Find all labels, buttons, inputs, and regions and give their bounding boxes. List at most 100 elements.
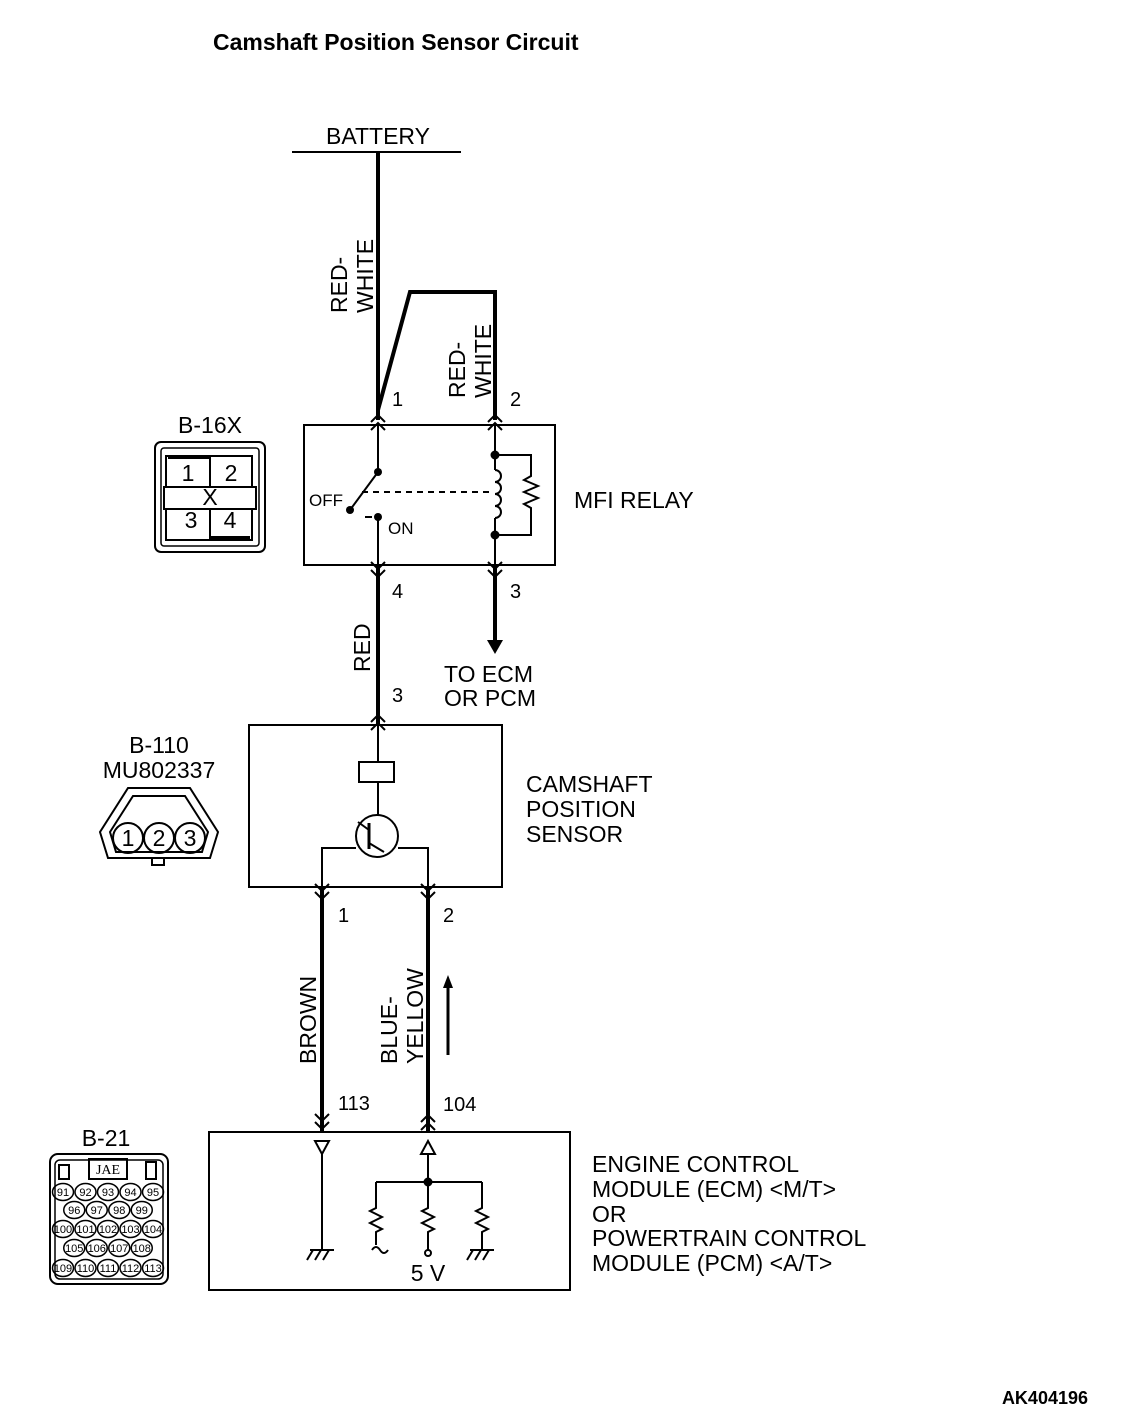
wire-label-brown: BROWN [295,976,321,1064]
b21-pin-cell [51,1182,75,1202]
relay-pin-3: 3 [510,581,521,603]
relay-connector-marks [370,413,503,579]
b16x-pin-3: 3 [185,507,198,533]
connector-b16x [154,441,266,553]
b21-pin-cell [96,1258,120,1278]
b110-pin-3: 3 [184,825,197,851]
b21-pin-cell [96,1182,120,1202]
arrow-to-ecm [487,640,503,654]
sensor-label-3: SENSOR [526,821,623,847]
sensor-output-marks [314,883,436,1131]
wire-relay-pin2 [376,290,497,420]
ecm-label-3: OR [592,1201,627,1227]
b21-pin-label: 96 [68,1205,80,1217]
relay-coil [490,425,541,565]
switch-off-label: OFF [309,491,343,510]
b21-pin-label: 95 [147,1187,159,1199]
wire-label-red-white-2b: WHITE [470,324,496,398]
b21-pin-cell [119,1219,142,1239]
wire-label-red: RED [349,623,375,672]
b21-pin-cell [51,1258,75,1278]
b21-pin-cell [130,1200,153,1220]
ecm-5v-label: 5 V [411,1260,446,1286]
b21-pin-label: 103 [121,1224,139,1236]
sensor-pin-1: 1 [338,905,349,927]
b21-pin-label: 106 [88,1243,106,1255]
relay-switch [346,425,490,565]
ecm-label-4: POWERTRAIN CONTROL [592,1225,867,1251]
relay-pin-1: 1 [392,389,403,411]
b16x-pin-2: 2 [225,460,238,486]
wire-label-red-white-2a: RED- [444,342,470,398]
b21-pin-cell [85,1200,108,1220]
b110-part-number: MU802337 [103,757,216,783]
sensor-pin3-marks [370,713,386,731]
ecm-label-1: ENGINE CONTROL [592,1151,799,1177]
connector-b21 [49,1153,169,1285]
ecm-label-2: MODULE (ECM) <M/T> [592,1176,836,1202]
connector-b110 [98,787,220,866]
b21-pin-cell [51,1219,75,1239]
b21-pin-label: 104 [144,1224,162,1236]
ecm-pin-104: 104 [443,1094,476,1116]
relay-pin-2: 2 [510,389,521,411]
b21-pin-cell [74,1219,97,1239]
b21-pin-cell [141,1258,165,1278]
to-ecm-label-2: OR PCM [444,685,536,711]
b21-label: B-21 [82,1125,131,1151]
b21-pin-cell [85,1238,108,1258]
b21-pin-label: 101 [76,1224,94,1236]
mfi-relay-label: MFI RELAY [574,487,694,513]
b21-pin-label: 99 [136,1205,148,1217]
b21-pin-label: 110 [77,1263,95,1275]
ecm-internals [306,1138,494,1261]
b21-pin-label: 113 [144,1263,162,1275]
b21-brand: JAE [96,1163,120,1178]
sensor-label-1: CAMSHAFT [526,771,653,797]
sensor-label-2: POSITION [526,796,636,822]
b21-pin-cell [63,1238,86,1258]
wire-label-red-white-1a: RED- [326,257,352,313]
sensor-pin-3: 3 [392,685,403,707]
b21-pin-label: 109 [54,1263,72,1275]
b110-pin-1: 1 [122,825,135,851]
b21-pin-cell [108,1200,131,1220]
b21-pin-label: 94 [124,1187,136,1199]
mfi-relay-box [303,424,556,566]
switch-on-label: ON [388,519,414,538]
battery-label: BATTERY [326,123,430,149]
ecm-label-5: MODULE (PCM) <A/T> [592,1250,832,1276]
b21-pin-label: 97 [91,1205,103,1217]
b21-pin-cell [96,1219,120,1239]
ecm-box [208,1131,571,1291]
figure-id: AK404196 [1002,1388,1088,1408]
b21-pin-label: 107 [110,1243,128,1255]
b21-pin-cell [74,1258,97,1278]
relay-pin-4: 4 [392,581,403,603]
b21-pin-label: 93 [102,1187,114,1199]
b21-pin-cell [141,1182,165,1202]
b21-pin-label: 111 [100,1263,117,1275]
sensor-pin-2: 2 [443,905,454,927]
b21-pin-cell [74,1182,97,1202]
signal-direction-arrow [443,975,453,988]
b21-pin-label: 112 [122,1263,140,1275]
diagram-title: Camshaft Position Sensor Circuit [213,29,579,55]
b16x-label: B-16X [178,412,242,438]
b21-pin-label: 91 [57,1187,69,1199]
sensor-internals [321,725,429,887]
b16x-x-mark: X [202,484,217,510]
b21-pin-label: 98 [113,1205,125,1217]
wire-label-yellow: YELLOW [402,968,428,1064]
b21-pin-label: 92 [79,1187,91,1199]
b21-pin-cell [119,1258,142,1278]
ecm-pin-113: 113 [338,1093,370,1115]
b110-label: B-110 [129,732,189,758]
camshaft-sensor-box [248,724,503,888]
wire-label-blue: BLUE- [376,996,402,1064]
b21-pin-cell [130,1238,153,1258]
b21-pin-cell [141,1219,165,1239]
b21-pin-label: 108 [133,1243,151,1255]
